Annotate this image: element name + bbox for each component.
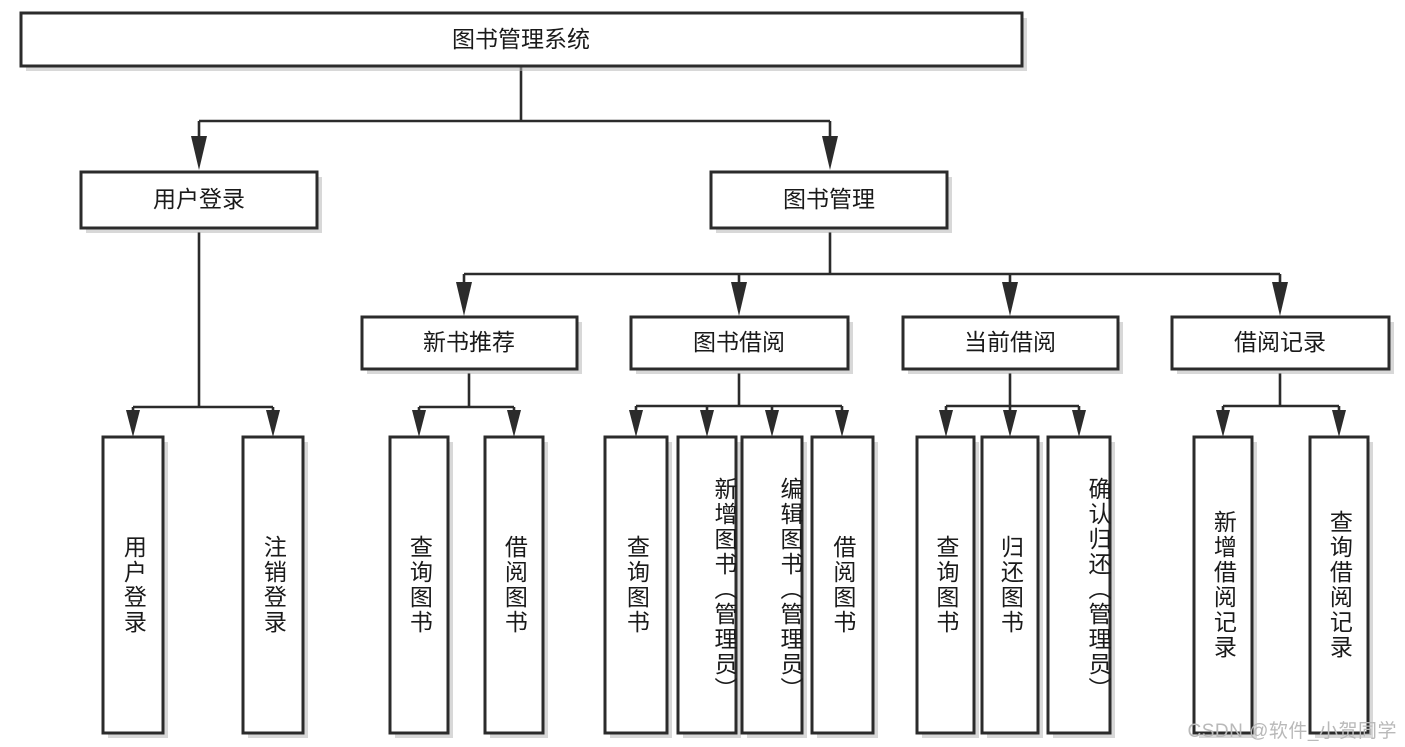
node-layer bbox=[19, 11, 1394, 738]
leaf-records-query-record[interactable] bbox=[1308, 435, 1370, 735]
arrow-bookmgmt-child3 bbox=[1002, 282, 1018, 316]
leaf-borrow-borrow-book[interactable] bbox=[810, 435, 875, 735]
node-book-management[interactable] bbox=[709, 170, 949, 230]
node-book-borrow[interactable] bbox=[629, 315, 850, 371]
leaf-records-add-record[interactable] bbox=[1192, 435, 1254, 735]
label-new-book-recommend: 新书推荐 bbox=[423, 329, 515, 355]
label-layer: 图书管理系统 用户登录 图书管理 新书推荐 图书借阅 当前借阅 借阅记录 bbox=[153, 26, 1326, 355]
leaf-recommend-borrow-book[interactable] bbox=[483, 435, 545, 735]
label-book-management: 图书管理 bbox=[783, 186, 875, 212]
arrow-bookmgmt-child2 bbox=[731, 282, 747, 316]
leaf-user-login-login[interactable] bbox=[101, 435, 165, 735]
arrow-current-leaf3 bbox=[1072, 410, 1086, 437]
arrow-bookmgmt-child4 bbox=[1272, 282, 1288, 316]
label-user-login: 用户登录 bbox=[153, 186, 245, 212]
leaf-current-confirm-return-admin[interactable] bbox=[1046, 435, 1112, 735]
arrow-borrow-leaf1 bbox=[629, 410, 643, 437]
connector-layer bbox=[126, 66, 1346, 437]
arrow-records-leaf1 bbox=[1216, 410, 1230, 437]
leaf-current-return-book[interactable] bbox=[980, 435, 1040, 735]
arrow-records-leaf2 bbox=[1332, 410, 1346, 437]
label-current-borrow: 当前借阅 bbox=[964, 329, 1056, 355]
leaf-borrow-edit-book-admin[interactable] bbox=[740, 435, 804, 735]
label-book-borrow: 图书借阅 bbox=[693, 329, 785, 355]
arrow-userlogin-leaf1 bbox=[126, 410, 140, 437]
label-borrow-records: 借阅记录 bbox=[1234, 329, 1326, 355]
node-current-borrow[interactable] bbox=[901, 315, 1120, 371]
arrow-root-to-bookmgmt bbox=[822, 136, 838, 170]
leaf-user-login-logout[interactable] bbox=[241, 435, 305, 735]
label-root: 图书管理系统 bbox=[452, 26, 590, 52]
arrow-borrow-leaf2 bbox=[700, 410, 714, 437]
node-root-book-management-system[interactable] bbox=[19, 11, 1024, 68]
arrow-borrow-leaf3 bbox=[765, 410, 779, 437]
arrow-recommend-leaf2 bbox=[507, 410, 521, 437]
arrow-current-leaf1 bbox=[939, 410, 953, 437]
arrow-userlogin-leaf2 bbox=[266, 410, 280, 437]
arrow-bookmgmt-child1 bbox=[456, 282, 472, 316]
arrow-current-leaf2 bbox=[1003, 410, 1017, 437]
node-user-login[interactable] bbox=[79, 170, 319, 230]
arrow-root-to-userlogin bbox=[191, 136, 207, 170]
node-new-book-recommend[interactable] bbox=[360, 315, 579, 371]
leaf-borrow-add-book-admin[interactable] bbox=[676, 435, 738, 735]
arrow-recommend-leaf1 bbox=[412, 410, 426, 437]
leaf-borrow-query-book[interactable] bbox=[603, 435, 669, 735]
arrow-borrow-leaf4 bbox=[835, 410, 849, 437]
leaf-recommend-query-book[interactable] bbox=[388, 435, 450, 735]
leaf-current-query-book[interactable] bbox=[915, 435, 976, 735]
watermark-text: CSDN @软件_小贺同学 bbox=[1187, 721, 1397, 742]
node-borrow-records[interactable] bbox=[1170, 315, 1391, 371]
